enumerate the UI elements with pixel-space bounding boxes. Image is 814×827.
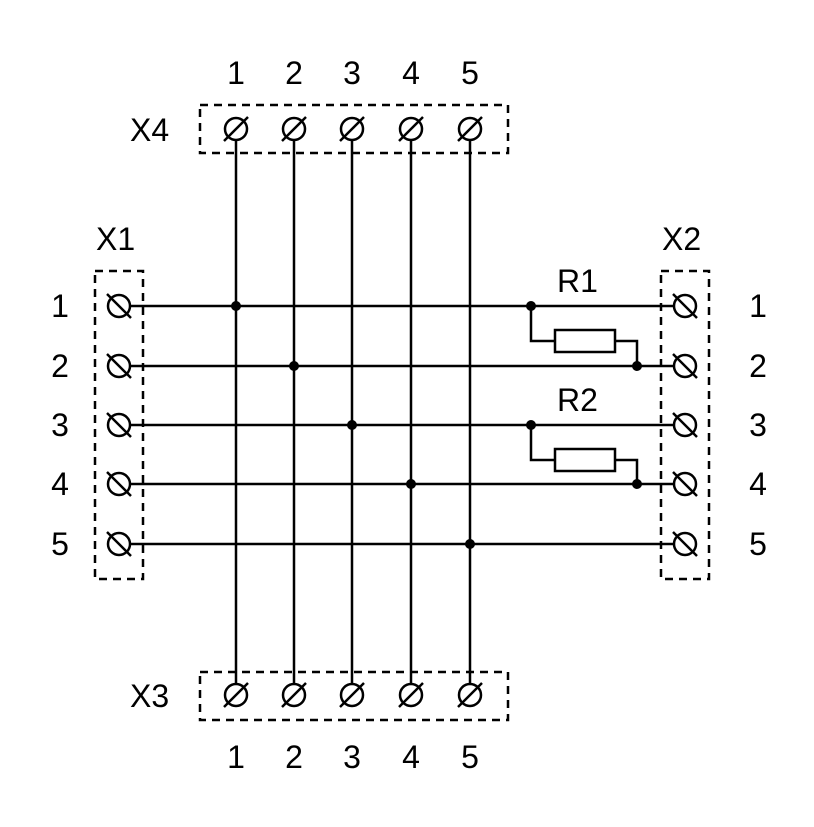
pin-label-x3: 1 [227, 739, 245, 775]
junction-dot [526, 420, 536, 430]
pin-label-x1: 4 [51, 466, 69, 502]
terminal-x2-4 [672, 471, 698, 497]
pin-label-x1: 1 [51, 288, 69, 324]
connector-x4-box [198, 103, 510, 155]
terminal-x2-5 [672, 531, 698, 557]
terminal-x4-4 [398, 116, 424, 142]
pin-label-x4: 1 [227, 55, 245, 91]
terminal-x3-3 [339, 682, 365, 708]
pin-label-x2: 3 [749, 407, 767, 443]
resistor-lead [529, 306, 555, 343]
junction-dot [632, 479, 642, 489]
junction-dot [632, 361, 642, 371]
pin-label-x2: 4 [749, 466, 767, 502]
pin-label-x1: 5 [51, 526, 69, 562]
junction-dot [526, 301, 536, 311]
resistor-lead [615, 339, 639, 366]
pin-label-x2: 5 [749, 526, 767, 562]
pin-label-x1: 3 [51, 407, 69, 443]
junction-dot [465, 539, 475, 549]
terminal-x1-1 [106, 293, 132, 319]
pin-label-x3: 5 [461, 739, 479, 775]
pin-label-x2: 1 [749, 288, 767, 324]
terminal-x4-5 [457, 116, 483, 142]
pin-label-x1: 2 [51, 348, 69, 384]
terminal-x1-4 [106, 471, 132, 497]
connector-x2-box [659, 269, 711, 581]
resistor-r1 [553, 328, 617, 354]
resistor-r2 [553, 447, 617, 473]
connector-x3-box [198, 670, 510, 722]
terminal-x4-3 [339, 116, 365, 142]
pin-label-x4: 4 [402, 55, 420, 91]
terminal-x1-3 [106, 412, 132, 438]
resistor-lead [529, 425, 555, 462]
terminal-x3-2 [281, 682, 307, 708]
connector-x1-label: X1 [96, 221, 135, 257]
terminal-x1-5 [106, 531, 132, 557]
connector-x3-label: X3 [130, 678, 169, 714]
junction-dot [289, 361, 299, 371]
pin-label-x3: 3 [343, 739, 361, 775]
junction-dot [231, 301, 241, 311]
resistor-r1-label: R1 [557, 263, 598, 299]
terminal-x4-2 [281, 116, 307, 142]
terminal-x2-1 [672, 293, 698, 319]
resistor-r2-label: R2 [557, 382, 598, 418]
terminal-x3-5 [457, 682, 483, 708]
connector-x4-label: X4 [130, 112, 169, 148]
junction-dot [347, 420, 357, 430]
terminal-x3-1 [223, 682, 249, 708]
terminal-x4-1 [223, 116, 249, 142]
pin-label-x3: 4 [402, 739, 420, 775]
connector-x2-label: X2 [662, 221, 701, 257]
pin-label-x2: 2 [749, 348, 767, 384]
resistor-lead [615, 458, 639, 484]
pin-label-x4: 2 [285, 55, 303, 91]
pin-label-x4: 5 [461, 55, 479, 91]
terminal-x2-2 [672, 353, 698, 379]
pin-label-x3: 2 [285, 739, 303, 775]
pin-label-x4: 3 [343, 55, 361, 91]
junction-dot [406, 479, 416, 489]
terminal-x1-2 [106, 353, 132, 379]
terminal-x3-4 [398, 682, 424, 708]
terminal-x2-3 [672, 412, 698, 438]
